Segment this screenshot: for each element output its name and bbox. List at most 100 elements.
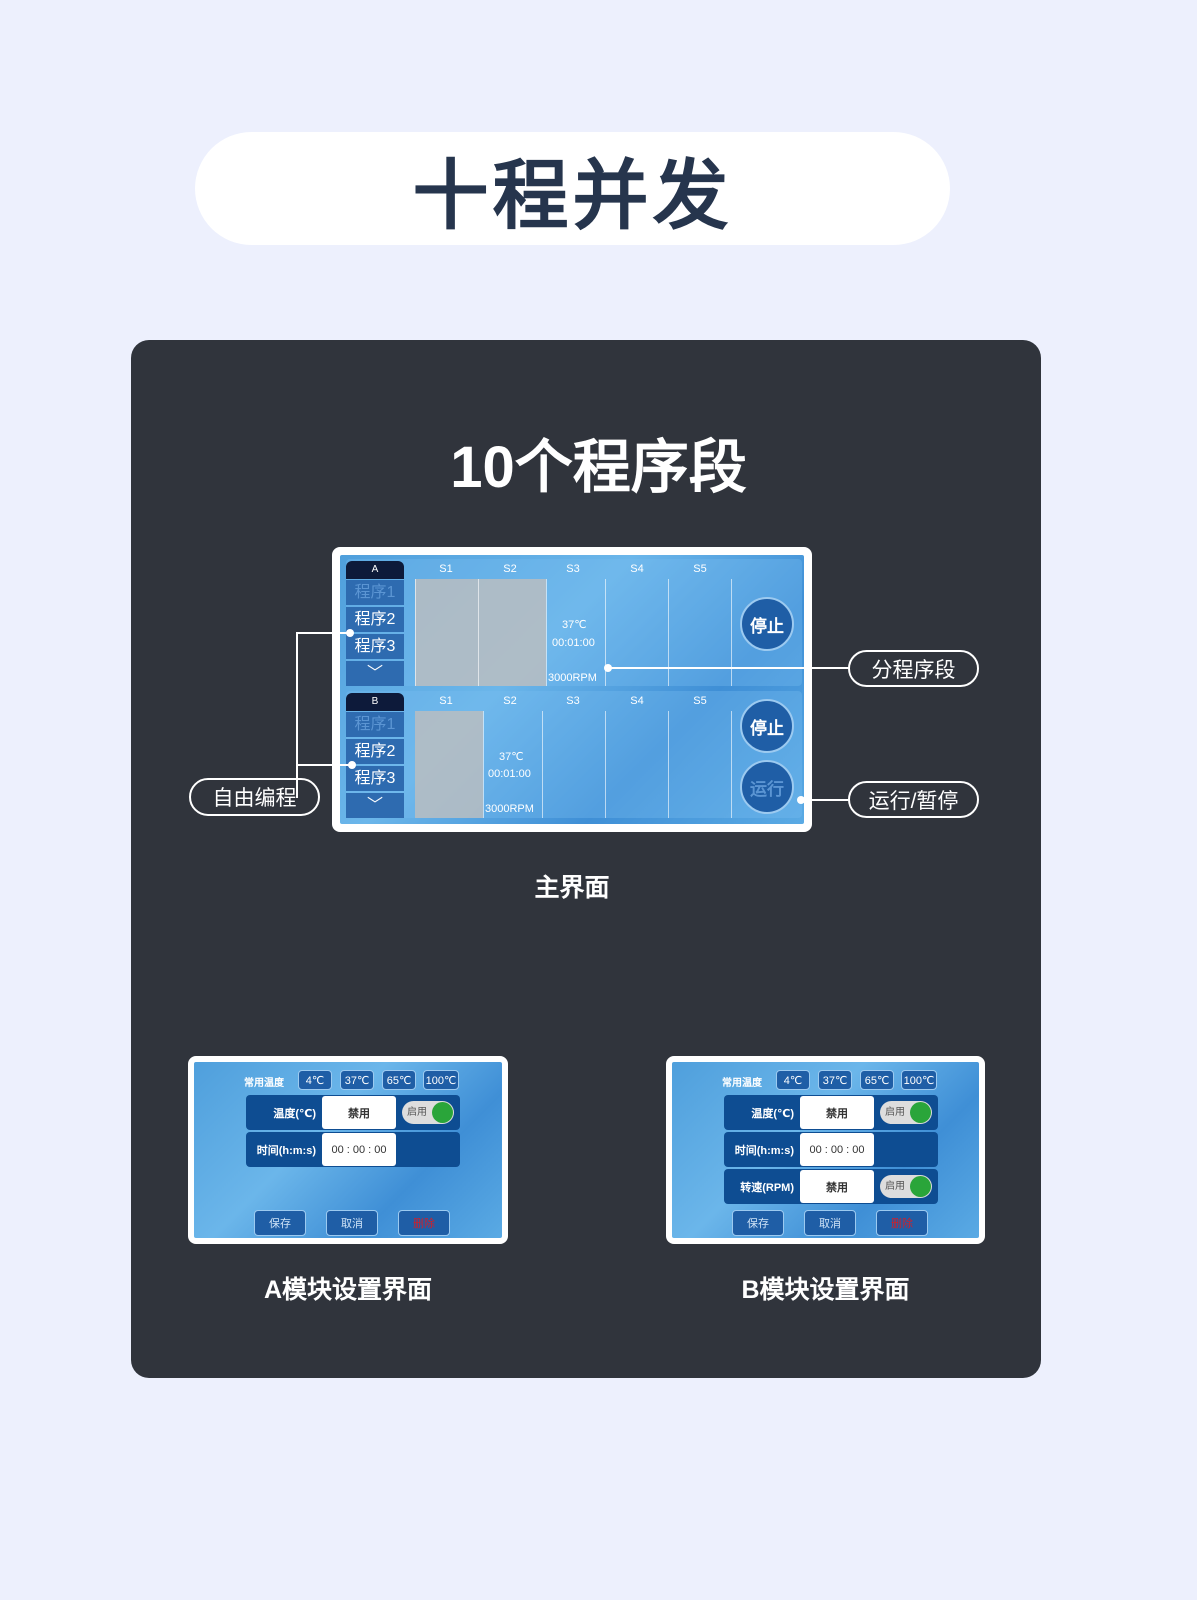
segment-temp: 37℃ xyxy=(562,619,587,631)
program-item[interactable]: 程序1 xyxy=(346,580,404,605)
time-row: 时间(h:m:s) 00 : 00 : 00 xyxy=(246,1132,460,1167)
preset-label: 常用温度 xyxy=(722,1078,762,1089)
page-title: 十程并发 xyxy=(195,132,950,245)
callout-free-program: 自由编程 xyxy=(189,778,320,816)
stop-button[interactable]: 停止 xyxy=(740,597,794,651)
stop-button[interactable]: 停止 xyxy=(740,699,794,753)
cancel-button[interactable]: 取消 xyxy=(804,1210,856,1236)
time-label: 时间(h:m:s) xyxy=(256,1144,316,1157)
connector-dot xyxy=(604,664,612,672)
module-a-settings-frame: 常用温度 4℃ 37℃ 65℃ 100℃ 温度(℃) 禁用 启用 时间(h:m:… xyxy=(188,1056,508,1244)
connector-dot xyxy=(346,629,354,637)
segment-speed: 3000RPM xyxy=(485,803,534,815)
time-input[interactable]: 00 : 00 : 00 xyxy=(800,1133,874,1166)
divider xyxy=(731,579,732,686)
column-header: S1 xyxy=(439,563,453,575)
time-row: 时间(h:m:s) 00 : 00 : 00 xyxy=(724,1132,938,1167)
speed-toggle[interactable]: 启用 xyxy=(880,1175,932,1198)
preset-label: 常用温度 xyxy=(244,1078,284,1089)
connector-dot xyxy=(348,761,356,769)
callout-run-pause: 运行/暂停 xyxy=(848,781,979,818)
completed-segments xyxy=(415,579,546,686)
segment-speed: 3000RPM xyxy=(548,672,597,684)
preset-button[interactable]: 65℃ xyxy=(860,1070,894,1090)
time-label: 时间(h:m:s) xyxy=(734,1144,794,1157)
column-header: S2 xyxy=(503,695,517,707)
column-header: S4 xyxy=(630,695,644,707)
temp-toggle[interactable]: 启用 xyxy=(402,1101,454,1124)
main-screen-frame: A 程序1 程序2 程序3 ﹀ S1 S2 S3 S4 S5 37℃ 00:01… xyxy=(332,547,812,832)
column-header: S3 xyxy=(566,563,580,575)
module-b-settings-screen: 常用温度 4℃ 37℃ 65℃ 100℃ 温度(℃) 禁用 启用 时间(h:m:… xyxy=(672,1062,979,1238)
divider xyxy=(605,711,606,818)
module-a-caption: A模块设置界面 xyxy=(263,1276,433,1304)
connector-dot xyxy=(797,796,805,804)
divider xyxy=(605,579,606,686)
save-button[interactable]: 保存 xyxy=(254,1210,306,1236)
preset-button[interactable]: 37℃ xyxy=(818,1070,852,1090)
callout-segment: 分程序段 xyxy=(848,650,979,687)
toggle-label: 启用 xyxy=(885,1107,905,1118)
program-item[interactable]: 程序3 xyxy=(346,766,404,791)
delete-button[interactable]: 删除 xyxy=(876,1210,928,1236)
time-input[interactable]: 00 : 00 : 00 xyxy=(322,1133,396,1166)
segment-time: 00:01:00 xyxy=(488,768,531,780)
column-header: S2 xyxy=(503,563,517,575)
column-header: S5 xyxy=(693,695,707,707)
chevron-down-icon[interactable]: ﹀ xyxy=(346,661,404,686)
completed-segments xyxy=(415,711,483,818)
program-item[interactable]: 程序2 xyxy=(346,607,404,632)
divider xyxy=(542,711,543,818)
segment-temp: 37℃ xyxy=(499,751,524,763)
program-item[interactable]: 程序2 xyxy=(346,739,404,764)
divider xyxy=(483,711,484,818)
speed-input[interactable]: 禁用 xyxy=(800,1170,874,1203)
save-button[interactable]: 保存 xyxy=(732,1210,784,1236)
preset-button[interactable]: 65℃ xyxy=(382,1070,416,1090)
column-header: S3 xyxy=(566,695,580,707)
column-header: S4 xyxy=(630,563,644,575)
connector-line xyxy=(800,799,849,801)
preset-button[interactable]: 100℃ xyxy=(901,1070,937,1090)
connector-line xyxy=(296,632,298,798)
connector-line xyxy=(296,764,352,766)
preset-button[interactable]: 37℃ xyxy=(340,1070,374,1090)
module-b-caption: B模块设置界面 xyxy=(741,1276,910,1304)
temp-row: 温度(℃) 禁用 启用 xyxy=(724,1095,938,1130)
divider xyxy=(668,579,669,686)
divider xyxy=(546,579,547,686)
chevron-down-icon[interactable]: ﹀ xyxy=(346,793,404,818)
module-a: A 程序1 程序2 程序3 ﹀ S1 S2 S3 S4 S5 37℃ 00:01… xyxy=(346,559,802,686)
column-header: S1 xyxy=(439,695,453,707)
segment-time: 00:01:00 xyxy=(552,637,595,649)
preset-button[interactable]: 4℃ xyxy=(776,1070,810,1090)
run-button[interactable]: 运行 xyxy=(740,760,794,814)
connector-line xyxy=(605,667,849,669)
divider xyxy=(415,579,416,686)
divider xyxy=(478,579,479,686)
temp-row: 温度(℃) 禁用 启用 xyxy=(246,1095,460,1130)
divider xyxy=(731,711,732,818)
preset-button[interactable]: 100℃ xyxy=(423,1070,459,1090)
speed-label: 转速(RPM) xyxy=(740,1181,794,1194)
module-a-settings-screen: 常用温度 4℃ 37℃ 65℃ 100℃ 温度(℃) 禁用 启用 时间(h:m:… xyxy=(194,1062,502,1238)
delete-button[interactable]: 删除 xyxy=(398,1210,450,1236)
temp-input[interactable]: 禁用 xyxy=(800,1096,874,1129)
toggle-label: 启用 xyxy=(885,1181,905,1192)
module-b-header: B xyxy=(346,693,404,711)
temp-input[interactable]: 禁用 xyxy=(322,1096,396,1129)
main-caption: 主界面 xyxy=(534,874,610,902)
module-b: B 程序1 程序2 程序3 ﹀ S1 S2 S3 S4 S5 37℃ 00:01… xyxy=(346,691,802,818)
program-item[interactable]: 程序3 xyxy=(346,634,404,659)
divider xyxy=(668,711,669,818)
preset-button[interactable]: 4℃ xyxy=(298,1070,332,1090)
temp-toggle[interactable]: 启用 xyxy=(880,1101,932,1124)
cancel-button[interactable]: 取消 xyxy=(326,1210,378,1236)
program-item[interactable]: 程序1 xyxy=(346,712,404,737)
connector-line xyxy=(296,632,350,634)
main-screen: A 程序1 程序2 程序3 ﹀ S1 S2 S3 S4 S5 37℃ 00:01… xyxy=(340,555,804,824)
toggle-label: 启用 xyxy=(407,1107,427,1118)
panel-subtitle: 10个程序段 xyxy=(450,435,747,500)
temp-label: 温度(℃) xyxy=(751,1107,794,1120)
module-b-settings-frame: 常用温度 4℃ 37℃ 65℃ 100℃ 温度(℃) 禁用 启用 时间(h:m:… xyxy=(666,1056,985,1244)
